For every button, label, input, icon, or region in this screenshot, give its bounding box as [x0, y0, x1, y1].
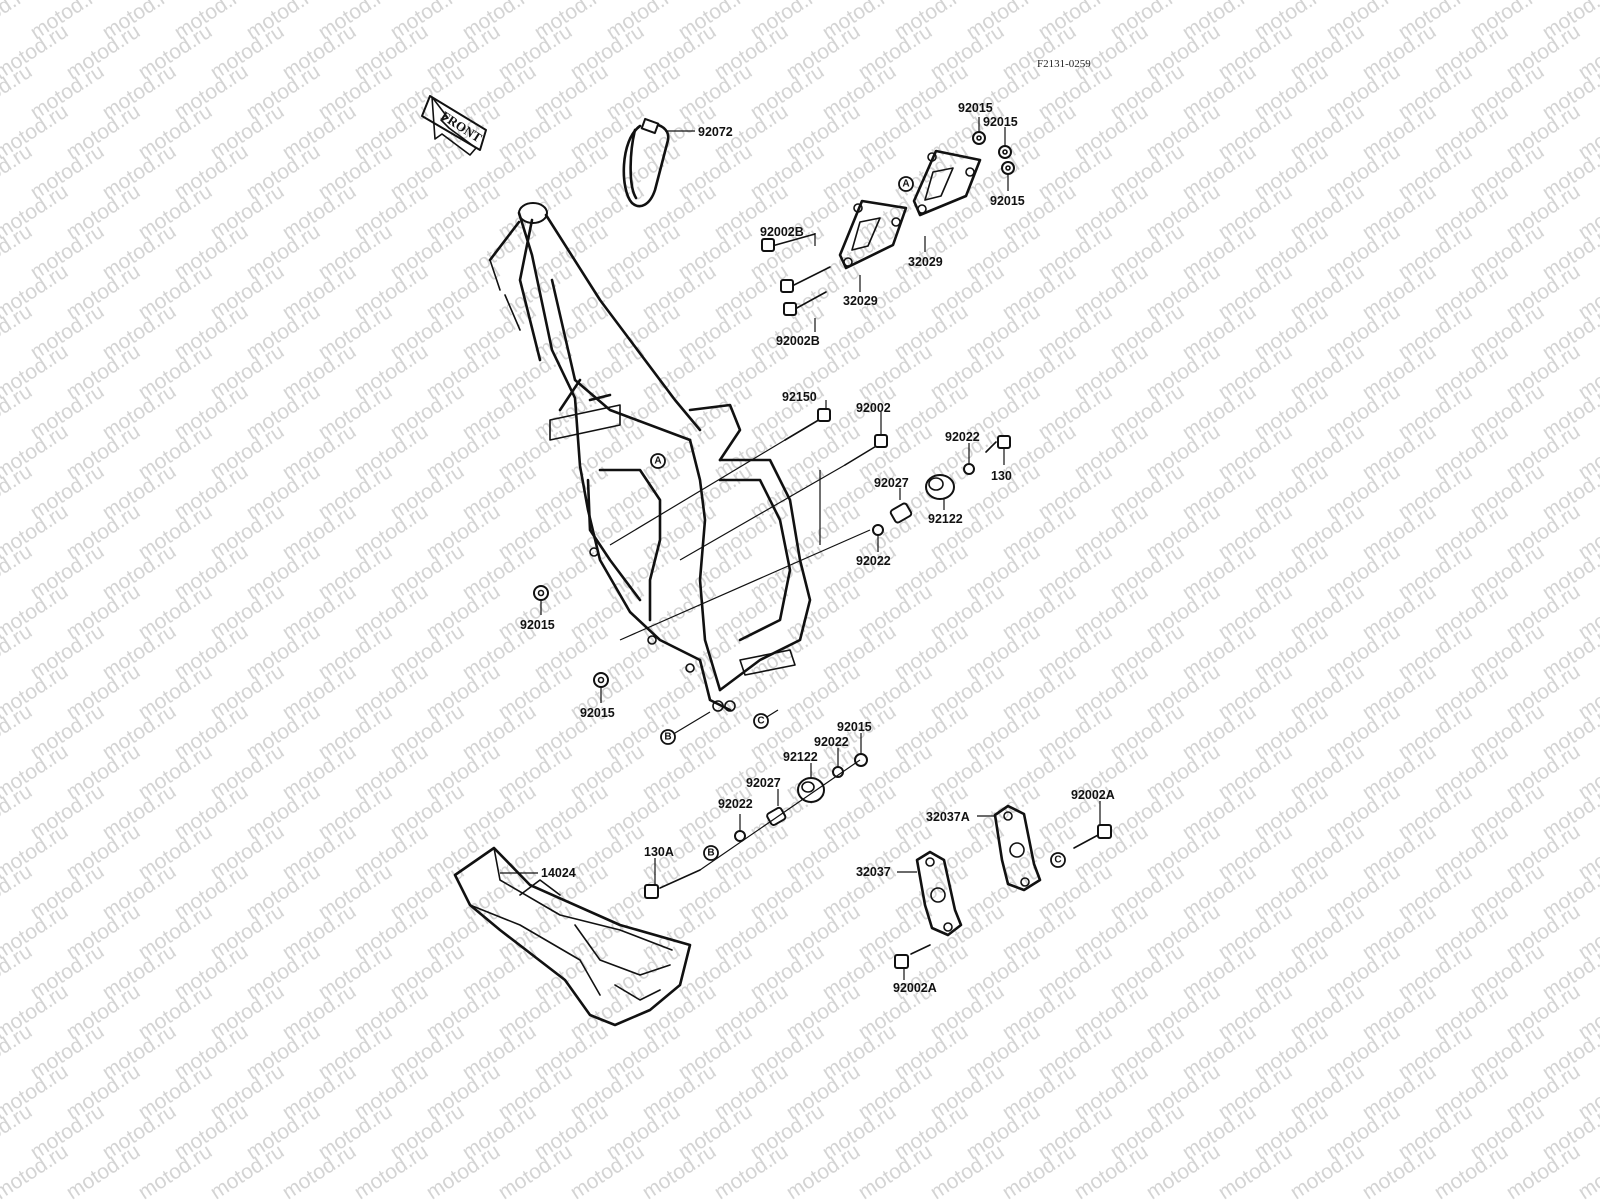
part-label-92015-top2: 92015	[983, 115, 1018, 129]
part-label-92002A-bottom: 92002A	[893, 981, 937, 995]
watermark-text: motod.ru	[1574, 0, 1600, 4]
marker-b-bolt: B	[703, 845, 719, 861]
part-label-130A: 130A	[644, 845, 674, 859]
part-label-92015-lower: 92015	[837, 720, 872, 734]
collar-92122-upper	[925, 474, 955, 500]
washer-92022-mid	[872, 524, 884, 536]
part-label-32029-left: 32029	[843, 294, 878, 308]
nut-92015-top3	[1001, 161, 1015, 175]
part-label-92022-right: 92022	[945, 430, 980, 444]
svg-text:A: A	[654, 456, 661, 467]
collar-92122-lower	[797, 777, 825, 803]
svg-text:C: C	[1054, 855, 1061, 866]
part-label-92002: 92002	[856, 401, 891, 415]
part-label-92027-upper: 92027	[874, 476, 909, 490]
nut-92015-lower	[854, 753, 868, 767]
svg-text:C: C	[757, 716, 764, 727]
part-label-130: 130	[991, 469, 1012, 483]
part-label-92122-lower: 92122	[783, 750, 818, 764]
part-label-92002B-lower: 92002B	[776, 334, 820, 348]
part-label-14024: 14024	[541, 866, 576, 880]
part-label-92072: 92072	[698, 125, 733, 139]
nut-92015-top1	[972, 131, 986, 145]
part-label-92015-left-lower: 92015	[580, 706, 615, 720]
part-label-92022-lower1: 92022	[814, 735, 849, 749]
part-label-92002B-upper: 92002B	[760, 225, 804, 239]
part-label-92015-left-upper: 92015	[520, 618, 555, 632]
nut-92015-top2	[998, 145, 1012, 159]
part-label-92122-upper: 92122	[928, 512, 963, 526]
marker-c-bolt: C	[1050, 852, 1066, 868]
part-label-92027-lower: 92027	[746, 776, 781, 790]
part-label-92150: 92150	[782, 390, 817, 404]
marker-b-frame: B	[660, 729, 676, 745]
svg-text:A: A	[902, 179, 909, 190]
marker-a-frame: A	[650, 453, 666, 469]
drawing-code: F2131-0259	[1037, 58, 1091, 70]
washer-92022-right	[963, 463, 975, 475]
svg-text:B: B	[707, 848, 714, 859]
watermark-text: motod.ru	[1574, 1140, 1600, 1200]
svg-text:B: B	[664, 732, 671, 743]
marker-c-frame: C	[753, 713, 769, 729]
part-label-92002A-right: 92002A	[1071, 788, 1115, 802]
part-label-92015-top1: 92015	[958, 101, 993, 115]
marker-a-top: A	[898, 176, 914, 192]
nut-92015-left-upper	[533, 585, 549, 601]
part-label-32029-right: 32029	[908, 255, 943, 269]
part-label-92022-lower2: 92022	[718, 797, 753, 811]
nut-92015-left-lower	[593, 672, 609, 688]
part-label-32037: 32037	[856, 865, 891, 879]
part-label-32037A: 32037A	[926, 810, 970, 824]
part-label-92022-mid: 92022	[856, 554, 891, 568]
part-label-92015-top3: 92015	[990, 194, 1025, 208]
